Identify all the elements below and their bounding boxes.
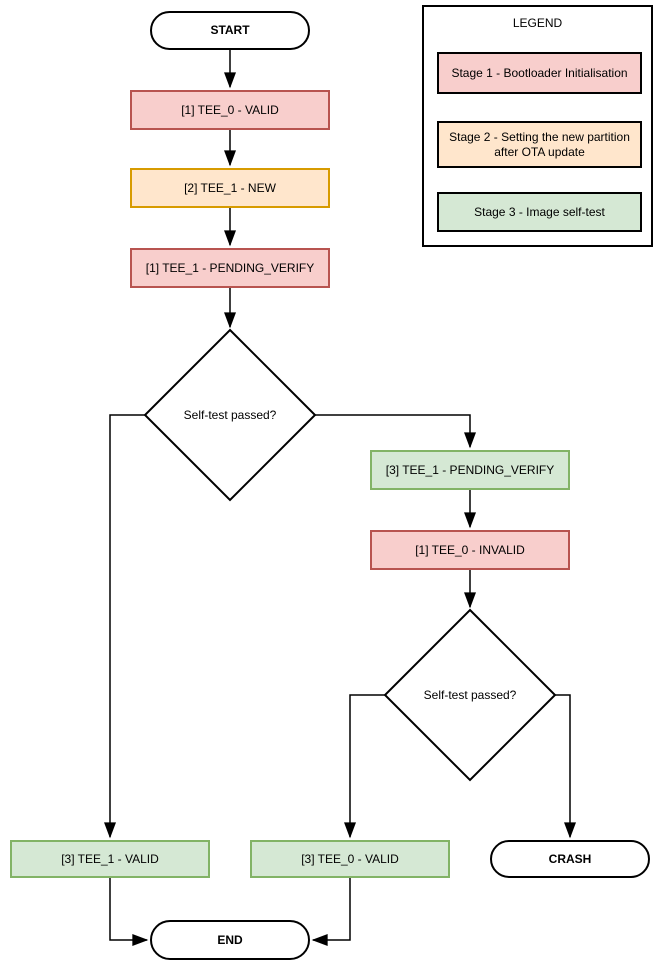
process-tee0-invalid-stage1: [1] TEE_0 - INVALID xyxy=(370,530,570,570)
edge-decision2-to-crash xyxy=(555,694,576,839)
legend-title: LEGEND xyxy=(512,16,563,30)
process-tee0-valid-stage3: [3] TEE_0 - VALID xyxy=(250,840,450,878)
process-tee1-new-stage2: [2] TEE_1 - NEW xyxy=(130,168,330,208)
process-tee1-pending-verify-stage3: [3] TEE_1 - PENDING_VERIFY xyxy=(370,450,570,490)
edge-decision1-to-tee1-pending3 xyxy=(315,414,476,449)
decision-2-label: Self-test passed? xyxy=(423,688,517,702)
decision-1-label: Self-test passed? xyxy=(183,408,277,422)
legend-panel: LEGEND Stage 1 - Bootloader Initialisati… xyxy=(422,5,653,247)
process-tee0-valid-stage1: [1] TEE_0 - VALID xyxy=(130,90,330,130)
start-node: START xyxy=(150,11,310,50)
process-tee1-valid-stage3: [3] TEE_1 - VALID xyxy=(10,840,210,878)
crash-node: CRASH xyxy=(490,840,650,878)
edge-decision2-to-tee0-valid3 xyxy=(344,694,385,839)
process-tee1-pending-verify-stage1: [1] TEE_1 - PENDING_VERIFY xyxy=(130,248,330,288)
legend-item-stage2: Stage 2 - Setting the new partition afte… xyxy=(437,121,642,168)
edge-tee0-valid3-to-end xyxy=(311,878,351,946)
legend-item-stage3: Stage 3 - Image self-test xyxy=(437,192,642,232)
edge-tee1-valid3-to-end xyxy=(109,878,149,946)
end-node: END xyxy=(150,920,310,960)
legend-item-stage1: Stage 1 - Bootloader Initialisation xyxy=(437,52,642,94)
edge-decision1-to-tee1-valid xyxy=(104,414,145,839)
